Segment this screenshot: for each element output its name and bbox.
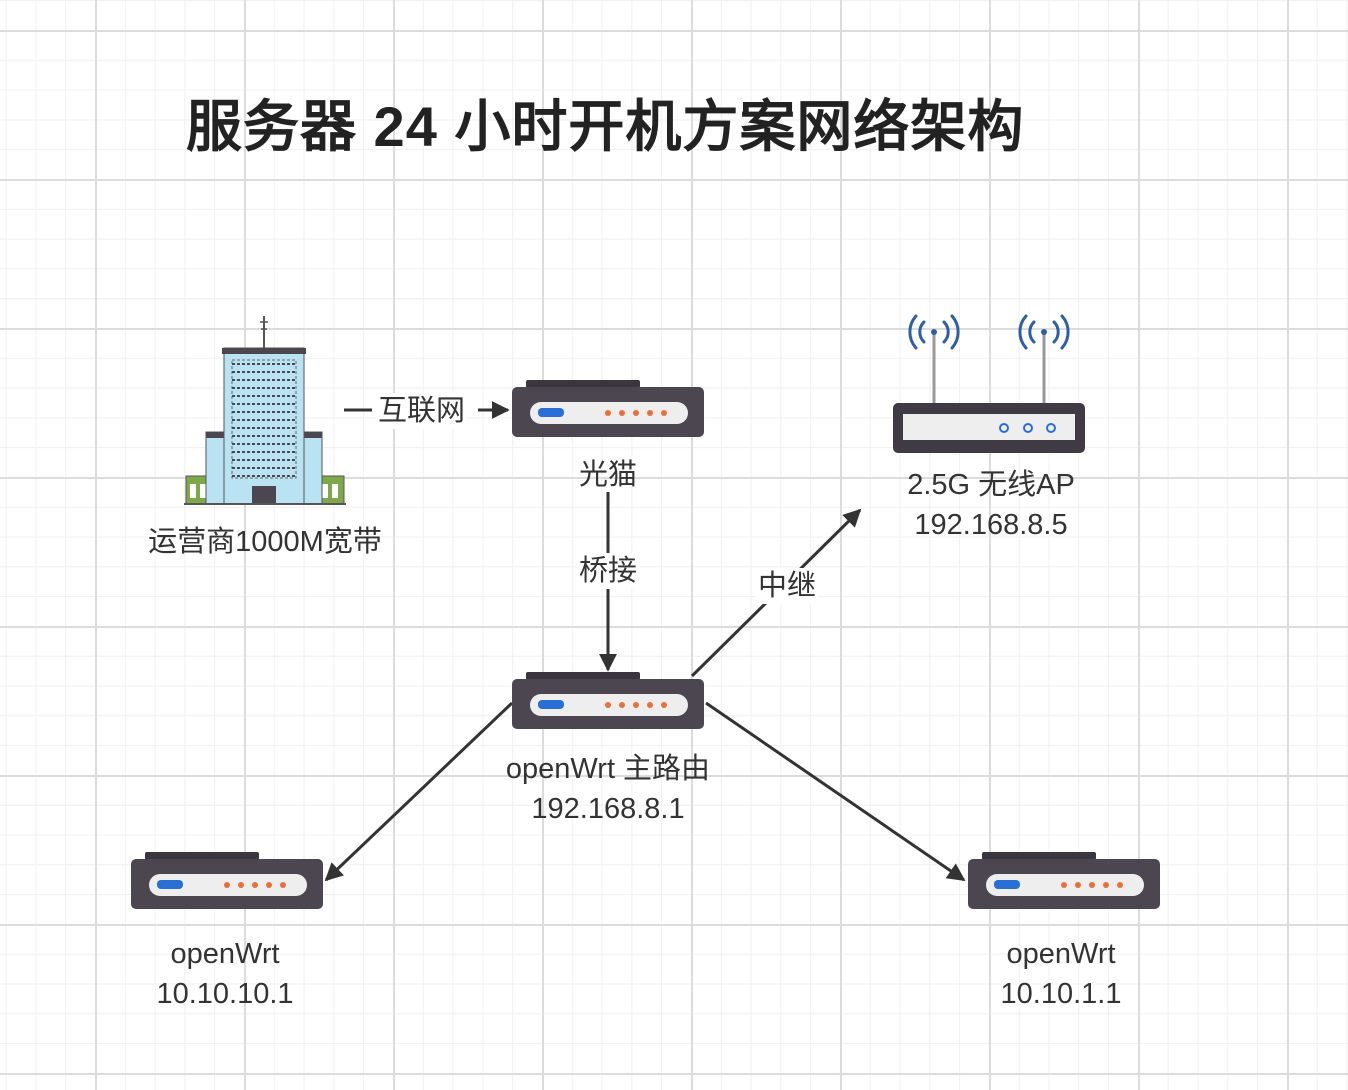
edge-main-to-right bbox=[705, 701, 966, 882]
router-icon bbox=[512, 380, 704, 437]
office-building-icon bbox=[184, 316, 346, 505]
wireless-ap-label: 2.5G 无线AP bbox=[907, 469, 1075, 501]
wireless-ap-ip: 192.168.8.5 bbox=[914, 509, 1068, 541]
modem-label: 光猫 bbox=[578, 459, 637, 491]
right-router-label: openWrt bbox=[1006, 938, 1116, 970]
left-router-ip: 10.10.10.1 bbox=[156, 978, 294, 1010]
page-title: 服务器 24 小时开机方案网络架构 bbox=[186, 95, 1025, 158]
wireless-router-icon bbox=[893, 314, 1085, 453]
right-router-ip: 10.10.1.1 bbox=[1000, 978, 1122, 1010]
router-icon bbox=[968, 852, 1160, 909]
isp-label: 运营商1000M宽带 bbox=[148, 526, 382, 558]
node-label-right-router: openWrt 10.10.1.1 bbox=[951, 934, 1171, 1014]
node-label-main-router: openWrt 主路由 192.168.8.1 bbox=[478, 749, 738, 829]
node-label-wireless-ap: 2.5G 无线AP 192.168.8.5 bbox=[871, 465, 1111, 545]
edge-main-to-left bbox=[324, 701, 514, 882]
edge-label-internet: 互联网 bbox=[376, 393, 468, 429]
edge-label-relay: 中继 bbox=[756, 568, 819, 604]
edge-label-bridge: 桥接 bbox=[577, 553, 640, 589]
main-router-label: openWrt 主路由 bbox=[505, 753, 711, 785]
node-label-left-router: openWrt 10.10.10.1 bbox=[115, 934, 335, 1014]
main-router-ip: 192.168.8.1 bbox=[531, 793, 685, 825]
router-icon bbox=[512, 672, 704, 729]
node-label-modem: 光猫 bbox=[548, 455, 668, 495]
router-icon bbox=[131, 852, 323, 909]
node-label-isp: 运营商1000M宽带 bbox=[140, 522, 390, 562]
left-router-label: openWrt bbox=[170, 938, 280, 970]
